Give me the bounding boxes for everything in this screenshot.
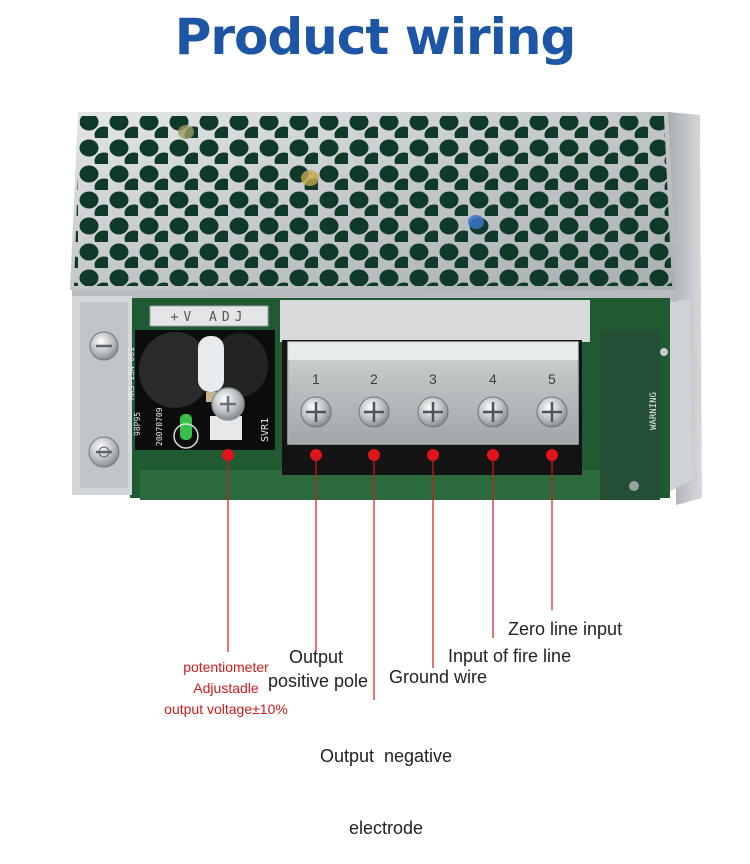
page-title: Product wiring bbox=[174, 8, 577, 66]
adj-label: +V ADJ bbox=[171, 310, 248, 325]
output-negative-label: Output negative electrode bbox=[316, 696, 456, 864]
model-line-2: 98P95 bbox=[133, 412, 142, 436]
terminal-3: 3 bbox=[417, 371, 449, 668]
vent-cover bbox=[70, 112, 676, 290]
terminal-number: 3 bbox=[429, 371, 437, 387]
potentiometer-label-line3: output voltage±10% bbox=[164, 701, 288, 717]
warning-label: WARNING bbox=[649, 392, 659, 430]
output-negative-line2: electrode bbox=[348, 818, 424, 838]
terminal-4: 4 bbox=[477, 371, 509, 638]
ground-wire-label: Ground wire bbox=[389, 667, 488, 687]
terminal-number: 5 bbox=[548, 371, 556, 387]
power-supply-photo: +V ADJ HKS-15N-001 98P95 20070709 SVR1 W… bbox=[70, 112, 702, 700]
terminal-number: 2 bbox=[370, 371, 378, 387]
terminal-block bbox=[280, 300, 590, 475]
zero-line-label: Zero line input bbox=[508, 619, 623, 639]
terminal-2: 2 bbox=[358, 371, 390, 700]
potentiometer-label: potentiometer Adjustadle output voltage±… bbox=[150, 657, 302, 720]
led-indicator bbox=[173, 414, 199, 449]
potentiometer-label-line2: Adjustadle bbox=[193, 680, 259, 696]
terminal-number: 1 bbox=[312, 371, 320, 387]
terminal-1: 1 bbox=[300, 371, 332, 652]
output-positive-label: Output positive pole bbox=[268, 645, 369, 693]
potentiometer-label-line1: potentiometer bbox=[183, 659, 269, 675]
terminal-number: 4 bbox=[489, 371, 497, 387]
front-panel bbox=[72, 290, 678, 500]
fire-line-label: Input of fire line bbox=[448, 646, 572, 666]
terminal-5: 5 bbox=[536, 371, 568, 610]
output-negative-line1: Output negative bbox=[319, 746, 453, 766]
trim-label: SVR1 bbox=[260, 418, 271, 442]
output-positive-line1: Output bbox=[288, 647, 344, 667]
output-positive-line2: positive pole bbox=[268, 671, 369, 691]
potentiometer-knob bbox=[210, 387, 245, 440]
model-line-3: 20070709 bbox=[155, 407, 164, 446]
model-line-1: HKS-15N-001 bbox=[127, 347, 136, 400]
